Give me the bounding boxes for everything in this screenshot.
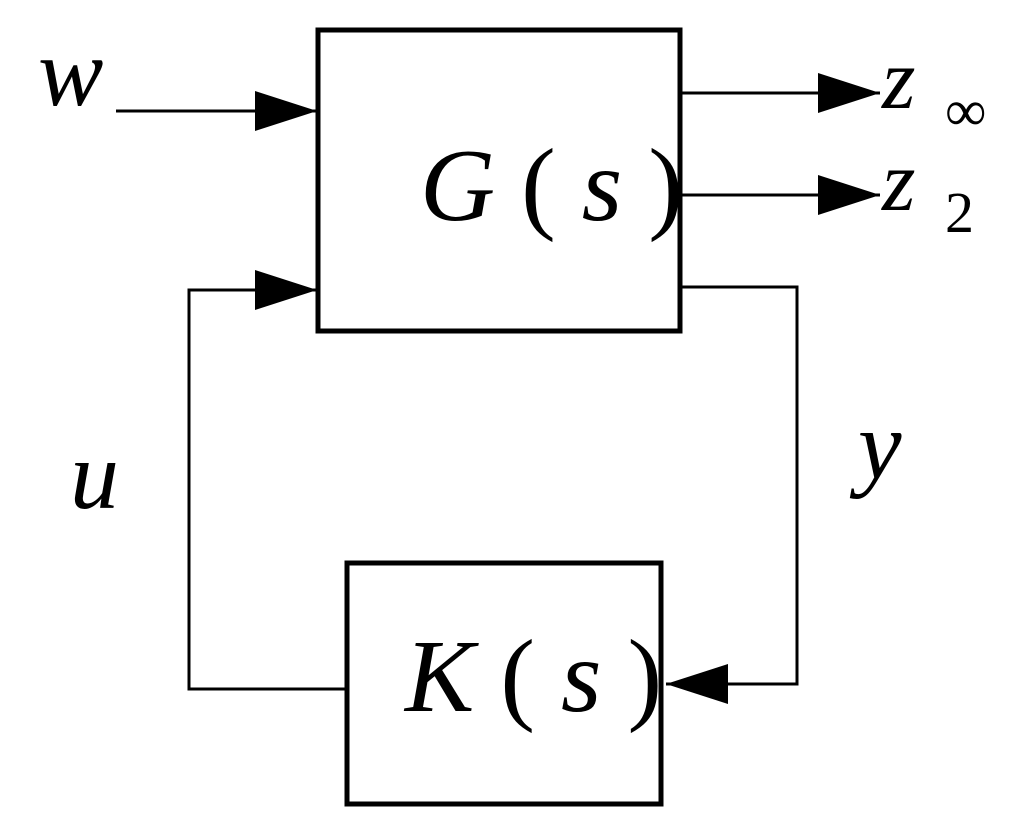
- controller-open-paren: (: [500, 619, 535, 734]
- output-2-label: z 2: [881, 133, 974, 245]
- controller-name: K: [403, 619, 479, 734]
- measurement-label: y: [849, 392, 902, 500]
- plant-close-paren: ): [648, 128, 683, 243]
- output-2-base: z: [881, 133, 915, 229]
- plant-name: G: [420, 128, 495, 243]
- measurement-path: [666, 285, 799, 704]
- controller-variable: s: [561, 619, 601, 734]
- control-label: u: [70, 422, 119, 530]
- output-inf-label: z ∞: [881, 31, 986, 143]
- plant-open-paren: (: [521, 128, 556, 243]
- plant-variable: s: [582, 128, 622, 243]
- controller-block: [344, 560, 664, 807]
- controller-label: K ( s ): [403, 619, 662, 734]
- output-2-sub: 2: [945, 180, 974, 245]
- control-path: [187, 270, 347, 691]
- plant-label: G ( s ): [420, 128, 683, 243]
- controller-close-paren: ): [628, 619, 663, 734]
- output-inf-base: z: [881, 31, 915, 127]
- plant-block: [315, 27, 683, 334]
- output-inf-sub: ∞: [945, 78, 986, 143]
- disturbance-label: w: [38, 19, 103, 127]
